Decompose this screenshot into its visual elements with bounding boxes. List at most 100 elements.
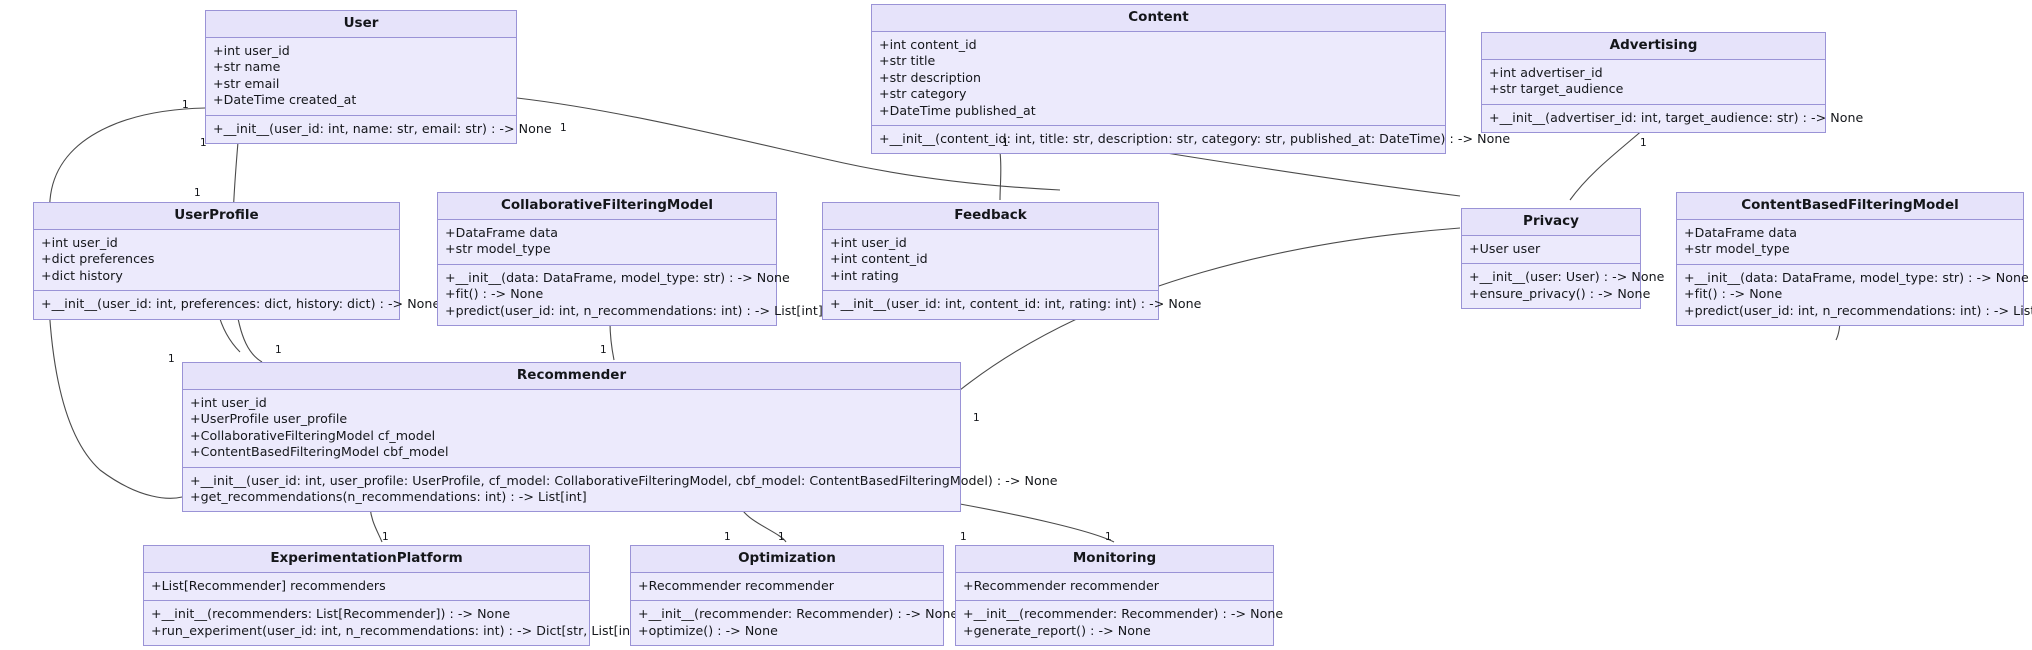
attribute-row: +str target_audience [1489, 81, 1624, 97]
class-methods-recommender: +__init__(user_id: int, user_profile: Us… [183, 466, 1058, 512]
class-methods-experimentation: +__init__(recommenders: List[Recommender… [144, 600, 646, 646]
uml-class-advertising[interactable]: Advertising+int advertiser_id+str target… [1481, 32, 1863, 134]
class-methods-cbfmodel: +__init__(data: DataFrame, model_type: s… [1677, 263, 2032, 326]
multiplicity-label: 1 [600, 344, 607, 356]
attribute-row: +int user_id [41, 235, 118, 250]
uml-class-userprofile[interactable]: UserProfile+int user_id+dict preferences… [33, 202, 440, 320]
method-row: +__init__(user: User) : -> None [1469, 269, 1665, 285]
class-attributes-optimization: +Recommender recommender [631, 573, 943, 601]
attribute-row: +int advertiser_id [1489, 65, 1603, 80]
uml-class-privacy[interactable]: Privacy +User user +__init__(user: User) :… [1461, 208, 1665, 310]
class-methods-optimization: +__init__(recommender: Recommender) : ->… [631, 600, 959, 646]
class-methods-privacy: +__init__(user: User) : -> None+ensure_p… [1462, 263, 1665, 309]
attribute-row: +UserProfile user_profile [190, 411, 348, 427]
attribute-row: +str title [879, 53, 936, 69]
association-edge-content-feedback [999, 151, 1002, 201]
multiplicity-label: 1 [973, 412, 980, 424]
class-attributes-content: +int content_id+str title+str descriptio… [872, 32, 1445, 126]
class-attributes-experimentation: +List[Recommender] recommenders [144, 573, 589, 601]
attribute-row: +DataFrame data [445, 225, 558, 240]
class-attributes-privacy: +User user [1462, 236, 1640, 264]
multiplicity-label: 1 [560, 122, 567, 134]
uml-class-experimentation[interactable]: ExperimentationPlatform +List[Recommender… [143, 545, 646, 647]
class-attributes-cfmodel: +DataFrame data+str model_type [438, 220, 776, 264]
uml-class-monitoring[interactable]: Monitoring+Recommender recommender+__ini… [955, 545, 1283, 647]
uml-class-recommender[interactable]: Recommender +int user_id+UserProfile user… [182, 362, 1058, 513]
attribute-row: +DateTime published_at [879, 102, 1036, 118]
method-row: +__init__(user_id: int, user_profile: Us… [190, 472, 1058, 488]
method-row: +optimize() : -> None [638, 622, 778, 638]
method-row: +__init__(recommender: Recommender) : ->… [638, 606, 959, 622]
class-methods-content: +__init__(content_id: int, title: str, d… [872, 125, 1511, 154]
attribute-row: +User user [1469, 241, 1541, 256]
uml-class-feedback[interactable]: Feedback+int user_id+int content_id+int … [822, 202, 1201, 320]
attribute-row: +Recommender recommender [638, 578, 834, 593]
attribute-row: +int content_id [830, 251, 928, 267]
attribute-row: +dict preferences [41, 251, 155, 267]
multiplicity-label: 1 [275, 344, 282, 356]
uml-class-cbfmodel[interactable]: ContentBasedFilteringModel+DataFrame dat… [1676, 192, 2032, 327]
multiplicity-label: 1 [168, 353, 175, 365]
method-row: +fit() : -> None [1684, 286, 1783, 302]
uml-class-cfmodel[interactable]: CollaborativeFilteringModel+DataFrame da… [437, 192, 823, 327]
method-row: +__init__(content_id: int, title: str, d… [879, 131, 1511, 147]
uml-class-content[interactable]: Content+int content_id+str title+str des… [871, 4, 1511, 155]
class-methods-cfmodel: +__init__(data: DataFrame, model_type: s… [438, 263, 823, 326]
multiplicity-label: 1 [960, 531, 967, 543]
method-row: +__init__(user_id: int, name: str, email… [213, 120, 552, 136]
class-title-experimentation: ExperimentationPlatform [144, 546, 589, 573]
method-row: +ensure_privacy() : -> None [1469, 285, 1651, 301]
class-methods-user: +__init__(user_id: int, name: str, email… [206, 114, 552, 144]
class-methods-monitoring: +__init__(recommender: Recommender) : ->… [956, 600, 1283, 646]
method-row: +__init__(data: DataFrame, model_type: s… [445, 269, 790, 285]
association-edge-content-privacy [1159, 151, 1461, 197]
class-methods-userprofile: +__init__(user_id: int, preferences: dic… [34, 290, 440, 319]
attribute-row: +str category [879, 86, 967, 102]
class-title-monitoring: Monitoring [956, 546, 1273, 573]
attribute-row: +str model_type [1684, 241, 1790, 257]
method-row: +run_experiment(user_id: int, n_recommen… [151, 622, 646, 638]
class-attributes-user: +int user_id+str name+str email+DateTime… [206, 38, 516, 115]
class-title-recommender: Recommender [183, 363, 960, 390]
association-edge-advertising-privacy [1569, 127, 1646, 201]
attribute-row: +int user_id [213, 43, 290, 58]
class-title-cbfmodel: ContentBasedFilteringModel [1677, 193, 2023, 220]
uml-class-user[interactable]: User+int user_id+str name+str email+Date… [205, 10, 552, 145]
multiplicity-label: 1 [182, 99, 189, 111]
class-methods-advertising: +__init__(advertiser_id: int, target_aud… [1482, 103, 1863, 133]
multiplicity-label: 1 [200, 137, 207, 149]
attribute-row: +int rating [830, 267, 899, 283]
attribute-row: +CollaborativeFilteringModel cf_model [190, 427, 436, 443]
attribute-row: +int user_id [830, 235, 907, 250]
class-attributes-advertising: +int advertiser_id+str target_audience [1482, 60, 1825, 104]
uml-class-optimization[interactable]: Optimization +Recommender recommender +__i… [630, 545, 959, 647]
method-row: +generate_report() : -> None [963, 622, 1151, 638]
association-edge-recommender-monitoring [959, 503, 1115, 543]
class-title-privacy: Privacy [1462, 209, 1640, 236]
class-attributes-userprofile: +int user_id+dict preferences+dict histo… [34, 230, 399, 291]
multiplicity-label: 1 [1105, 531, 1112, 543]
method-row: +predict(user_id: int, n_recommendations… [1684, 302, 2032, 318]
attribute-row: +int user_id [190, 395, 267, 410]
attribute-row: +str description [879, 69, 982, 85]
multiplicity-label: 1 [778, 531, 785, 543]
class-attributes-cbfmodel: +DataFrame data+str model_type [1677, 220, 2023, 264]
attribute-row: +DateTime created_at [213, 92, 357, 108]
method-row: +fit() : -> None [445, 286, 544, 302]
class-title-content: Content [872, 5, 1445, 32]
class-title-optimization: Optimization [631, 546, 943, 573]
multiplicity-label: 1 [1640, 137, 1647, 149]
method-row: +get_recommendations(n_recommendations: … [190, 489, 587, 505]
association-edge-cfmodel-recommender [609, 321, 615, 361]
class-title-cfmodel: CollaborativeFilteringModel [438, 193, 776, 220]
multiplicity-label: 1 [194, 187, 201, 199]
attribute-row: +List[Recommender] recommenders [151, 578, 386, 593]
multiplicity-label: 1 [1002, 137, 1009, 149]
multiplicity-label: 1 [724, 531, 731, 543]
class-attributes-monitoring: +Recommender recommender [956, 573, 1273, 601]
class-title-user: User [206, 11, 516, 38]
attribute-row: +str model_type [445, 241, 551, 257]
class-title-userprofile: UserProfile [34, 203, 399, 230]
attribute-row: +DataFrame data [1684, 225, 1797, 240]
